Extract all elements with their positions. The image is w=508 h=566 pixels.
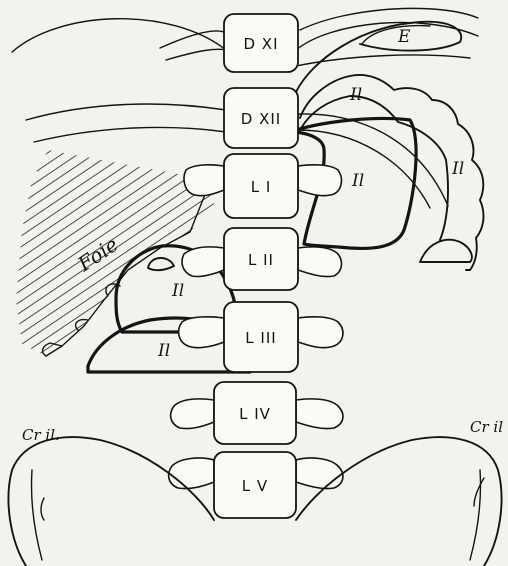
vertebra-label-l5: L V: [242, 477, 268, 495]
stomach-label: E: [397, 27, 411, 47]
ileum-label-right-loop: Il: [351, 171, 364, 191]
stomach-region: E: [296, 22, 461, 92]
ileum-label-colon-top: Il: [349, 85, 362, 105]
ileum-label-left-lower: Il: [157, 341, 170, 361]
vertebra-label-dxii: D XII: [241, 110, 281, 128]
ileum-label-colon-right: Il: [451, 159, 464, 179]
iliac-crest-label-right: Cr il: [470, 418, 503, 436]
ileum-label-left-upper: Il: [171, 281, 184, 301]
vertebra-label-l1: L I: [251, 178, 272, 196]
vertebra-label-l3: L III: [245, 329, 276, 347]
vertebra-label-dxi: D XI: [243, 35, 278, 53]
vertebral-column: D XI D XII L I L II L III L IV L V: [214, 14, 298, 518]
vertebra-label-l4: L IV: [239, 405, 271, 423]
vertebra-label-l2: L II: [248, 251, 274, 269]
iliac-crest-label-left: Cr il.: [22, 426, 60, 444]
